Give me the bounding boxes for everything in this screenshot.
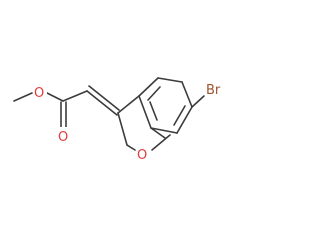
bond-methyl-o xyxy=(13,92,33,102)
bond-c7a-link xyxy=(150,127,166,139)
bond-c5-c6 xyxy=(181,81,193,108)
bond-arom-inner-1 xyxy=(147,86,161,101)
bond-c3-ch2 xyxy=(117,112,128,146)
methoxy-oxygen-label: O xyxy=(34,86,44,101)
bond-arom-inner-2 xyxy=(173,105,186,126)
bond-c3a-c4 xyxy=(138,77,159,97)
atom-layer: O O O Br xyxy=(33,81,225,163)
bond-arom-inner-3 xyxy=(149,101,158,121)
bond-ch2-oring xyxy=(126,144,136,151)
bond-c4-c5 xyxy=(157,77,183,83)
bond-exo-double-a xyxy=(86,90,118,116)
bond-layer xyxy=(13,77,205,151)
bond-ester-c-ch xyxy=(62,90,88,102)
bond-c7-c7a xyxy=(150,127,178,134)
bromine-label: Br xyxy=(206,83,221,98)
bond-exo-double-b xyxy=(88,85,120,111)
bond-o-ester-c xyxy=(46,92,64,102)
bond-c6-br xyxy=(191,95,205,108)
ring-oxygen-label: O xyxy=(137,148,147,163)
bond-c6-c7 xyxy=(176,106,193,134)
molecule-structure: O O O Br xyxy=(13,77,225,163)
bond-c3-c3a xyxy=(117,95,140,114)
bond-oring-c7a xyxy=(151,134,171,151)
bond-c7a-c3a xyxy=(138,95,152,129)
carbonyl-oxygen-label: O xyxy=(58,130,68,145)
